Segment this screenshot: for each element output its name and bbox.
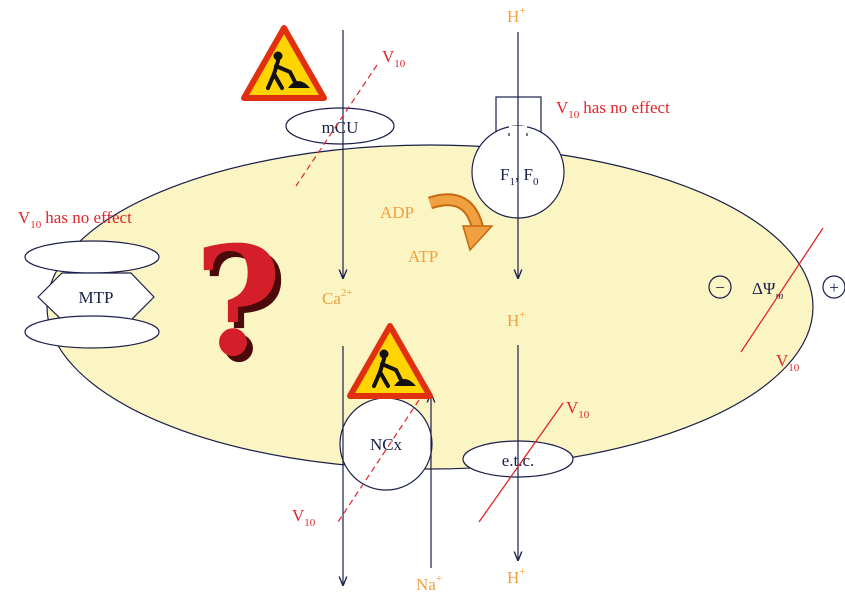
plus-sign: +	[829, 278, 839, 297]
question-icon: ? ?	[194, 214, 288, 396]
adp-label: ADP	[380, 203, 414, 222]
v10-inhibition-potential	[740, 227, 824, 353]
delta-psi-label: ΔΨm	[752, 279, 783, 302]
svg-text:?: ?	[200, 220, 288, 396]
na-ion-label: Na+	[416, 573, 442, 594]
atp-synthase-label: F1, F0	[500, 165, 539, 188]
v10-label-etc: V10	[566, 398, 590, 421]
v10-label-ncx: V10	[292, 506, 316, 529]
mtp-transporter: MTP	[24, 240, 160, 349]
proton-label-bottom: H+	[507, 566, 526, 587]
mtp-label: MTP	[79, 288, 114, 307]
ca-ion-label: Ca2+	[322, 287, 353, 308]
mitochondrion-membrane	[46, 144, 814, 470]
v10-inhibition-etc	[478, 402, 564, 523]
mcu-label: mCU	[322, 118, 359, 137]
minus-sign: −	[715, 278, 725, 297]
v10-label-mcu: V10	[382, 47, 406, 70]
svg-text:?: ?	[194, 214, 282, 390]
warning-icon-mcu	[244, 28, 324, 98]
ncx-label: NCx	[370, 435, 403, 454]
membrane-potential: − ΔΨm +	[708, 275, 845, 302]
v10-inhibition-mcu	[295, 64, 378, 187]
mcu-channel	[285, 107, 395, 145]
proton-label-top: H+	[507, 5, 526, 26]
proton-label-matrix: H+	[507, 309, 526, 330]
v10-inhibition-ncx	[335, 399, 420, 526]
rotation-arrow-icon	[427, 193, 494, 252]
atp-label: ATP	[408, 247, 438, 266]
v10-label-potential: V10	[776, 351, 800, 374]
